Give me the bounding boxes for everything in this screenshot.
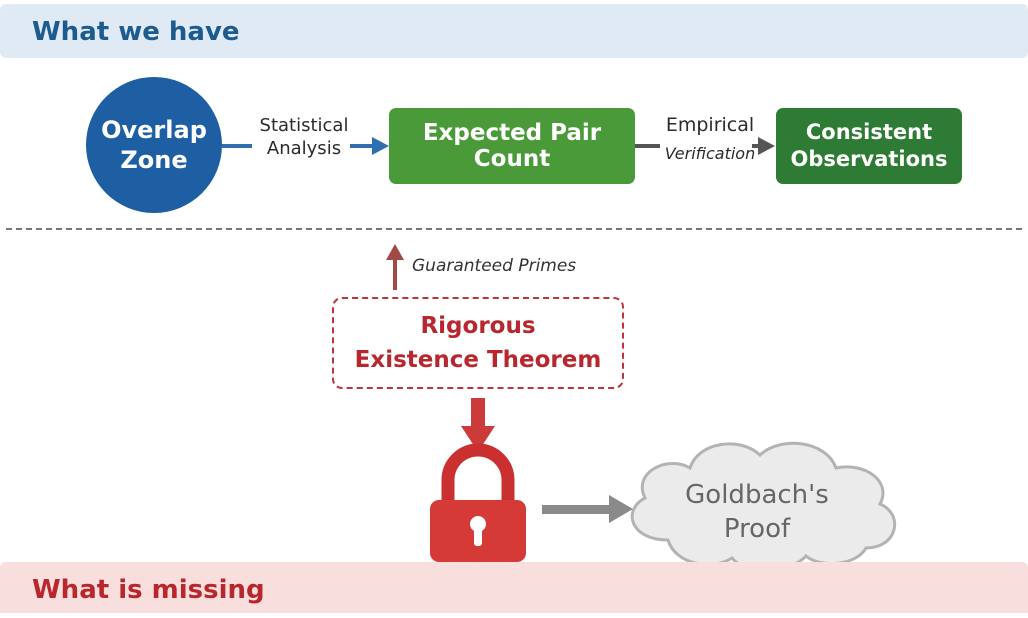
node-consistent-observations: Consistent Observations	[776, 108, 962, 184]
node-overlap-zone: Overlap Zone	[86, 77, 222, 213]
goldbach-line2: Proof	[723, 514, 791, 544]
section-header-what-is-missing: What is missing	[0, 562, 1028, 613]
analysis-label: Analysis	[266, 138, 342, 159]
arrowhead-down	[461, 426, 495, 452]
edge-lock-to-cloud	[542, 505, 612, 514]
statistical-label: Statistical	[259, 115, 349, 136]
edge-label-verification: Verification	[664, 144, 756, 163]
rigorous-line2: Existence Theorem	[354, 347, 602, 373]
lock-icon	[430, 443, 526, 562]
edge-label-statistical-analysis: Statistical Analysis	[250, 114, 358, 160]
arrowhead-blue	[372, 137, 389, 155]
goldbach-line1: Goldbach's	[685, 480, 829, 510]
rigorous-line1: Rigorous	[420, 313, 536, 339]
expected-pair-count-label: Expected Pair Count	[422, 120, 602, 172]
consistent-line2: Observations	[790, 147, 948, 171]
arrowhead-dark	[758, 137, 775, 155]
section-header-what-we-have: What we have	[0, 4, 1028, 58]
consistent-line1: Consistent	[805, 120, 933, 144]
overlap-zone-line2: Zone	[120, 146, 188, 174]
node-rigorous-existence-theorem: Rigorous Existence Theorem	[332, 297, 624, 389]
edge-label-guaranteed-primes: Guaranteed Primes	[412, 256, 577, 276]
edge-label-empirical: Empirical	[665, 114, 755, 136]
edge-theorem-to-lock	[471, 398, 485, 428]
arrowhead-up	[386, 244, 404, 260]
node-goldbach-proof: Goldbach's Proof	[652, 478, 862, 546]
arrowhead-grey	[609, 495, 633, 523]
section-divider	[6, 228, 1022, 230]
node-expected-pair-count: Expected Pair Count	[389, 108, 635, 184]
overlap-zone-line1: Overlap	[101, 116, 207, 144]
